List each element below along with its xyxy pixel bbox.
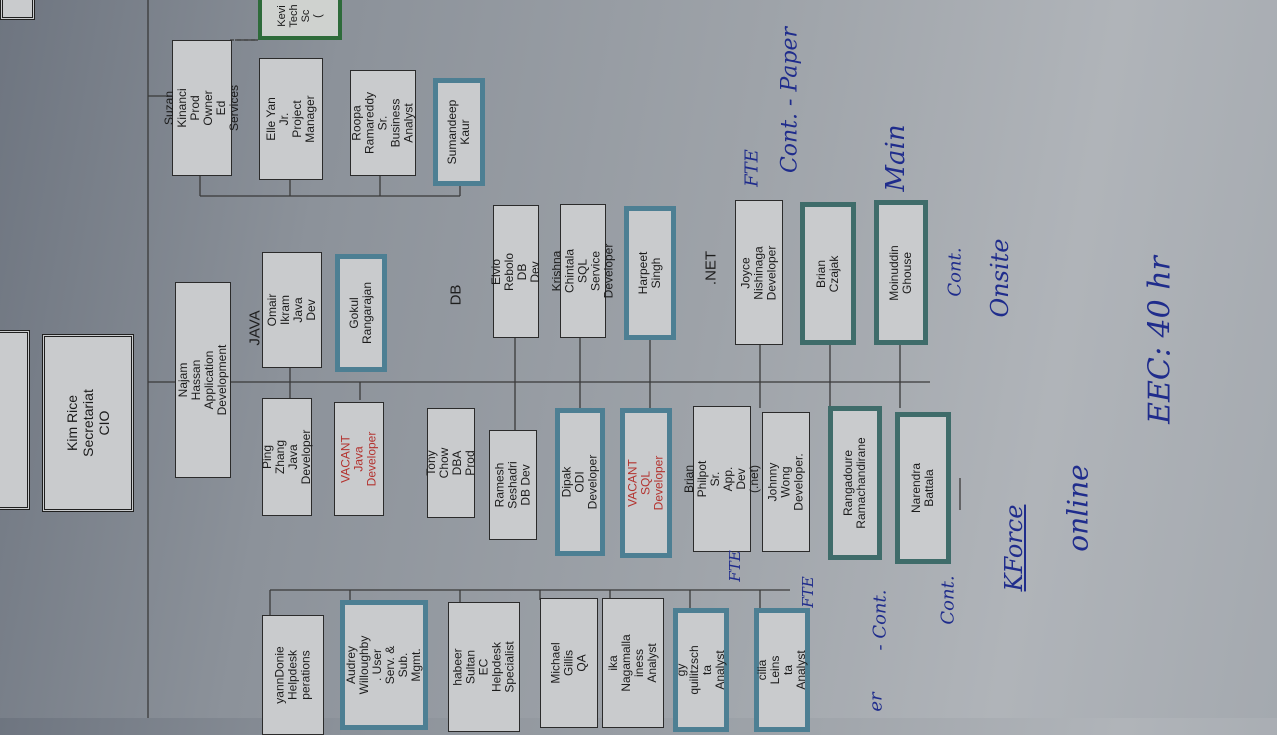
person-box-yanndonie: yannDonie Helpdesk perations xyxy=(262,615,324,735)
person-label: Elvio Rebolo DB Dev xyxy=(489,252,542,291)
person-label: cilia Leins ta Analyst xyxy=(755,650,808,690)
person-label: Audrey Willoughby . User Serv. & Sub. Mg… xyxy=(344,635,423,695)
person-label: Ramesh Seshadri DB Dev xyxy=(492,461,533,509)
handwriting-main: Main xyxy=(881,124,911,192)
person-box-joyce: Joyce Nishinaga Developer xyxy=(735,200,783,345)
person-label: Krishna Chintala SQL Service Developer xyxy=(549,243,616,299)
person-label: Tony Chow DBA Prod xyxy=(424,447,477,479)
handwriting-kforce: KForce xyxy=(1000,504,1028,592)
person-box-suzan: Suzan Kinanci Prod Owner Ed Services xyxy=(162,40,241,176)
person-box-elvio: Elvio Rebolo DB Dev xyxy=(489,205,542,338)
handwriting-cont-b: Cont. xyxy=(937,575,959,625)
person-box-roopa: Roopa Ramareddy Sr. Business Analyst xyxy=(350,70,416,176)
handwriting-paper: Cont. - Paper xyxy=(777,26,803,174)
person-box-johnny: Johnny Wong Developer. xyxy=(762,412,810,552)
person-box-habeer: habeer Sultan EC Helpdesk Specialist xyxy=(448,602,520,732)
person-box-ramesh: Ramesh Seshadri DB Dev xyxy=(489,430,537,540)
person-box-ika: ika Nagamalla iness Analyst xyxy=(602,598,664,728)
handwriting-edge: er xyxy=(865,692,887,712)
handwriting-fte-b: FTE xyxy=(799,576,817,608)
handwriting-cont-a: - Cont. xyxy=(869,589,891,651)
person-box-cilia: cilia Leins ta Analyst xyxy=(754,608,810,732)
person-box-brian-philpot: Brian Philpot Sr. App. Dev (.net) xyxy=(682,406,761,552)
person-box-sumandeep: Sumandeep Kaur xyxy=(433,78,485,186)
person-label: ika Nagamalla iness Analyst xyxy=(606,634,659,692)
person-label: habeer Sultan EC Helpdesk Specialist xyxy=(450,641,517,693)
person-label: yannDonie Helpdesk perations xyxy=(272,646,313,704)
app-dev-box: Najam Hassan Application Development xyxy=(175,282,231,478)
person-box-omair: Omair Ikram Java Dev xyxy=(262,252,322,368)
person-label: Harpeet Singh xyxy=(636,251,663,295)
person-box-krishna: Krishna Chintala SQL Service Developer xyxy=(550,204,616,338)
person-label: Michael Gillis QA xyxy=(548,642,589,684)
person-label: gy quilitzsch ta Analyst xyxy=(674,645,727,695)
handwriting-online: online xyxy=(1061,464,1095,552)
vacant-label: VACANT Java Developer xyxy=(338,431,379,487)
person-box-ping: Ping Zhang Java Developer xyxy=(260,398,313,516)
person-box-rangadoure: Rangadoure Ramachandirane xyxy=(828,406,882,560)
person-label: Brian Philpot Sr. App. Dev (.net) xyxy=(682,460,761,498)
person-box-dipak: Dipak ODI Developer xyxy=(555,408,605,556)
handwriting-cont-onsite: Cont. xyxy=(944,247,966,297)
person-box-vacant-java: VACANT Java Developer xyxy=(334,402,384,516)
top-partial-label: Kevi Tech Sc ( xyxy=(276,4,324,28)
person-label: Sumandeep Kaur xyxy=(445,99,472,165)
person-label: Narendra Battala xyxy=(909,462,936,514)
person-box-harpeet: Harpeet Singh xyxy=(624,206,676,340)
person-label: Dipak ODI Developer xyxy=(559,454,600,510)
vacant-label: VACANT SQL Developer xyxy=(625,455,666,511)
person-box-gokul: Gokul Rangarajan xyxy=(335,254,387,372)
person-box-michael: Michael Gillis QA xyxy=(540,598,598,728)
person-box-moinuddin: Moinuddin Ghouse xyxy=(874,200,928,345)
person-label: Joyce Nishinaga Developer xyxy=(738,245,779,300)
person-label: Moinuddin Ghouse xyxy=(887,244,914,301)
person-label: Rangadoure Ramachandirane xyxy=(841,437,868,529)
person-box-narendra: Narendra Battala xyxy=(895,412,951,564)
cio-label: Kim Rice Secretariat CIO xyxy=(64,389,112,457)
handwriting-eec: EEC: 40 hr xyxy=(1142,256,1178,424)
person-label: Johnny Wong Developer. xyxy=(765,453,806,511)
person-label: Ping Zhang Java Developer xyxy=(260,429,313,485)
section-db-label: DB xyxy=(447,284,465,306)
person-label: Gokul Rangarajan xyxy=(347,281,374,345)
person-label: Roopa Ramareddy Sr. Business Analyst xyxy=(349,91,416,155)
partial-box-left xyxy=(0,330,30,510)
person-label: Omair Ikram Java Dev xyxy=(265,293,318,327)
person-box-gy: gy quilitzsch ta Analyst xyxy=(673,608,729,732)
org-chart-photo: Kim Rice Secretariat CIO Najam Hassan Ap… xyxy=(0,0,1178,735)
cio-box: Kim Rice Secretariat CIO xyxy=(42,334,134,512)
person-label: Suzan Kinanci Prod Owner Ed Services xyxy=(162,84,241,132)
section-java-label: JAVA xyxy=(246,310,264,346)
handwriting-fte-a: FTE xyxy=(726,550,744,582)
top-partial-box: Kevi Tech Sc ( xyxy=(258,0,342,40)
person-box-brian-czajak: Brian Czajak xyxy=(800,202,856,345)
section-net-label: .NET xyxy=(702,250,720,286)
person-box-audrey: Audrey Willoughby . User Serv. & Sub. Mg… xyxy=(340,600,428,730)
person-box-tony: Tony Chow DBA Prod xyxy=(424,408,477,518)
person-box-elle: Elle Yan Jr. Project Manager xyxy=(259,58,323,180)
handwriting-onsite: Onsite xyxy=(986,238,1014,318)
handwriting-fte-top: FTE xyxy=(741,149,763,187)
partial-box-top xyxy=(0,0,35,20)
person-box-vacant-sql: VACANT SQL Developer xyxy=(620,408,672,558)
person-label: Brian Czajak xyxy=(814,255,841,292)
app-dev-label: Najam Hassan Application Development xyxy=(176,344,229,416)
person-label: Elle Yan Jr. Project Manager xyxy=(264,95,317,143)
